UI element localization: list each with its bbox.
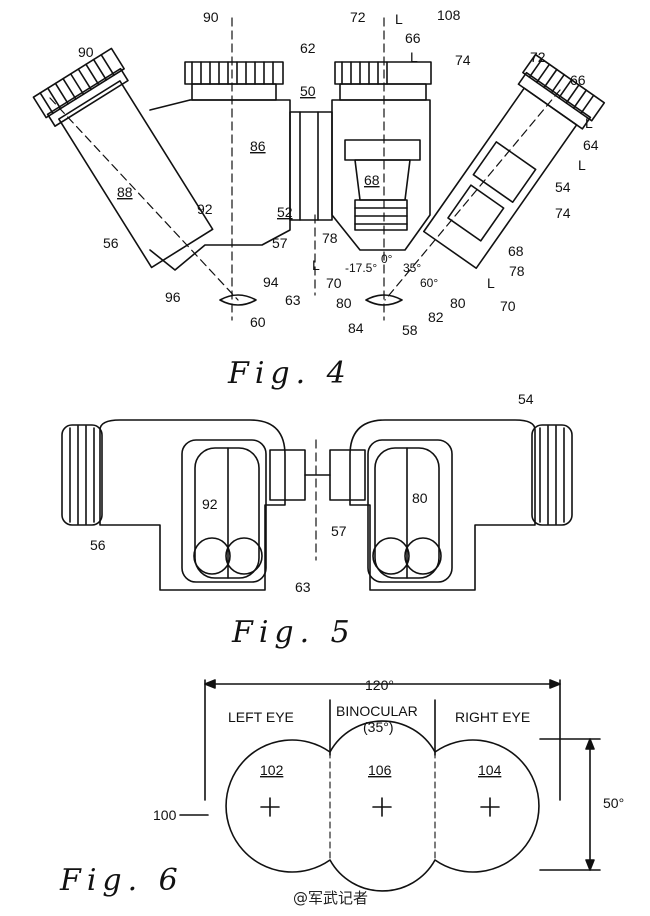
- right-eye-title: RIGHT EYE: [455, 709, 530, 725]
- ref-72-right: 72: [530, 49, 546, 65]
- ref-60: 60: [250, 314, 266, 330]
- ref-57-fig4: 57: [272, 235, 288, 251]
- ref-63-fig5: 63: [295, 579, 311, 595]
- ref-70-left: 70: [326, 275, 342, 291]
- ref-78-right: 78: [509, 263, 525, 279]
- ref-57-fig5: 57: [331, 523, 347, 539]
- fig4-binocular-section: [32, 17, 606, 321]
- ref-62: 62: [300, 40, 316, 56]
- ref-58: 58: [402, 322, 418, 338]
- ref-106: 106: [368, 762, 392, 778]
- ref-56-fig5: 56: [90, 537, 106, 553]
- angle-35: 35°: [403, 261, 421, 275]
- ref-68-center: 68: [364, 172, 380, 188]
- ref-56-fig4: 56: [103, 235, 119, 251]
- ref-50: 50: [300, 83, 316, 99]
- ref-70-right: 70: [500, 298, 516, 314]
- ref-L-1: L: [395, 11, 403, 27]
- ref-80-left: 80: [336, 295, 352, 311]
- ref-L-5: L: [312, 257, 320, 273]
- ref-100: 100: [153, 807, 177, 823]
- fig5-top-view: [61, 419, 573, 591]
- fig5-caption: Fig. 5: [231, 615, 356, 650]
- ref-52: 52: [277, 204, 293, 220]
- watermark: @军武记者: [292, 889, 368, 907]
- ref-54-top: 54: [555, 179, 571, 195]
- ref-96: 96: [165, 289, 181, 305]
- fig6-visual-field: [179, 679, 601, 892]
- angle-0: 0°: [381, 252, 393, 266]
- ref-66-right: 66: [570, 72, 586, 88]
- ref-L-6: L: [487, 275, 495, 291]
- ref-84: 84: [348, 320, 364, 336]
- ref-L-4: L: [578, 157, 586, 173]
- ref-66-top: 66: [405, 30, 421, 46]
- ref-64: 64: [583, 137, 599, 153]
- fig6-caption: Fig. 6: [59, 863, 184, 898]
- ref-63-fig4: 63: [285, 292, 301, 308]
- ref-L-3: L: [585, 115, 593, 131]
- ref-104: 104: [478, 762, 502, 778]
- ref-90-left: 90: [78, 44, 94, 60]
- vertical-angle-label: 50°: [603, 795, 624, 811]
- ref-78-left: 78: [322, 230, 338, 246]
- ref-80-right: 80: [450, 295, 466, 311]
- ref-74-right: 74: [555, 205, 571, 221]
- ref-54-fig5: 54: [518, 391, 534, 407]
- ref-92-fig5: 92: [202, 496, 218, 512]
- ref-90-top: 90: [203, 9, 219, 25]
- binocular-title: BINOCULAR: [336, 703, 418, 719]
- ref-82: 82: [428, 309, 444, 325]
- fig4-caption: Fig. 4: [227, 356, 352, 391]
- ref-94: 94: [263, 274, 279, 290]
- total-angle-label: 120°: [365, 677, 394, 693]
- ref-86: 86: [250, 138, 266, 154]
- ref-68-right: 68: [508, 243, 524, 259]
- binocular-angle: (35°): [363, 719, 394, 735]
- ref-88: 88: [117, 184, 133, 200]
- angle-minus-17-5: -17.5°: [345, 261, 377, 275]
- ref-102: 102: [260, 762, 284, 778]
- ref-92-fig4: 92: [197, 201, 213, 217]
- ref-L-2: L: [410, 49, 418, 65]
- ref-72-top: 72: [350, 9, 366, 25]
- left-eye-title: LEFT EYE: [228, 709, 294, 725]
- ref-74-top: 74: [455, 52, 471, 68]
- ref-108: 108: [437, 7, 461, 23]
- ref-80-fig5: 80: [412, 490, 428, 506]
- angle-60: 60°: [420, 276, 438, 290]
